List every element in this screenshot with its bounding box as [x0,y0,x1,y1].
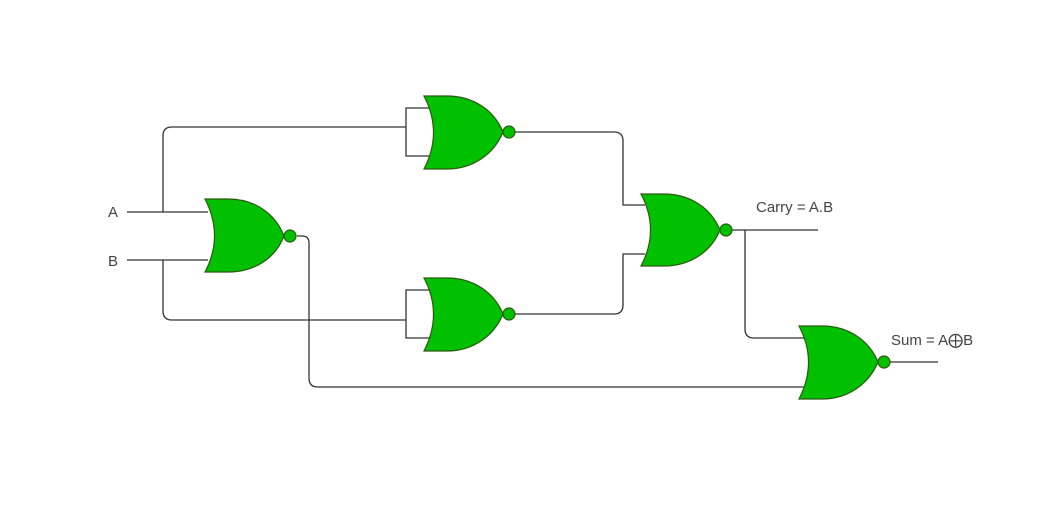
sum-output-label: Sum = A⨁B [891,332,973,349]
nor-gate-body [204,198,285,273]
nor-gate-top [423,95,516,170]
nor-gate-body [798,325,879,400]
wire-bottom-nor-to-carry [514,253,645,315]
nor-gate-body [423,277,504,352]
nor-gate-carry [640,193,733,267]
input-b-label: B [108,253,118,270]
wire-top-nor-to-carry [514,131,645,206]
nor-gate-body [640,193,721,267]
wires [127,107,938,388]
nor-gate-input [204,198,297,273]
nor-gate-bottom [423,277,516,352]
nor-gate-sum [798,325,891,400]
wire-first-nor-to-sum [297,235,806,388]
top-nor-input-tie [405,107,429,157]
nor-output-bubble [283,229,297,243]
nor-gate-body [423,95,504,170]
nor-output-bubble [502,307,516,321]
nor-output-bubble [502,125,516,139]
carry-output-label: Carry = A.B [756,199,833,216]
wire-a-to-top-nor [162,126,406,212]
bottom-nor-input-tie [405,289,429,339]
input-a-label: A [108,204,118,221]
nor-output-bubble [877,355,891,369]
wire-b-to-bottom-nor [162,260,406,321]
nor-output-bubble [719,223,733,237]
wire-carry-to-sum [744,230,806,339]
